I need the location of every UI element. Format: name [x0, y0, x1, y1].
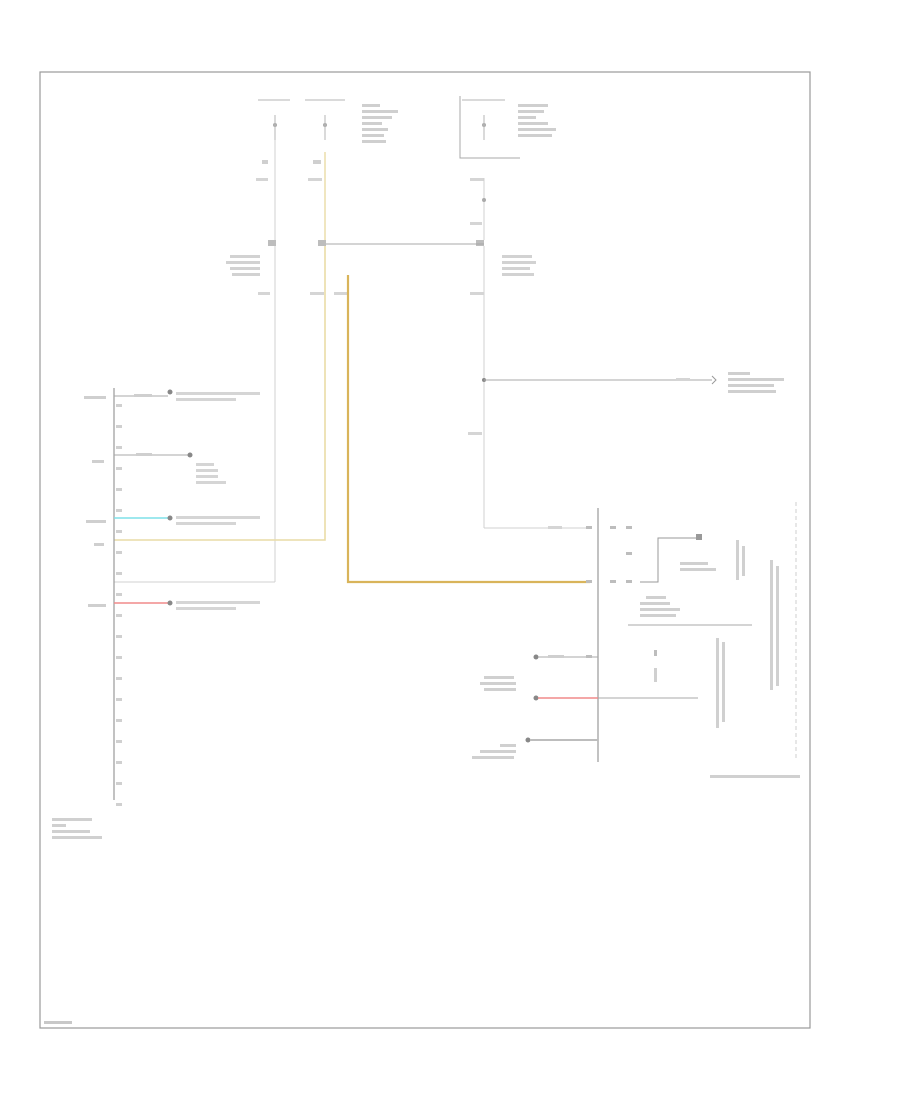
ecu-pin-number	[116, 509, 122, 512]
ecu-pin-number	[116, 467, 122, 470]
ecu-pin-number	[116, 488, 122, 491]
module-pins	[586, 526, 632, 583]
junction-connector-row	[226, 240, 536, 276]
ecu-pin-number	[116, 677, 122, 680]
ecu-label	[52, 818, 102, 839]
branch-label	[728, 372, 784, 393]
ecu-pin-number	[116, 740, 122, 743]
ecu-pin-number	[116, 635, 122, 638]
ecu-pin-labels	[84, 396, 106, 607]
ecu-pin-number	[116, 572, 122, 575]
ecu-pin-number	[116, 425, 122, 428]
ecu-pin-number	[116, 803, 122, 806]
ecu-pin-number	[116, 404, 122, 407]
ecu-pin-number	[116, 614, 122, 617]
ecu-pin-number	[116, 551, 122, 554]
fuse-label-left	[362, 104, 398, 143]
ecu-pin-number	[116, 761, 122, 764]
relay-vertical-label	[736, 540, 745, 580]
ecu-pin-number	[116, 446, 122, 449]
ecu-pin-number	[116, 530, 122, 533]
module-caption	[710, 775, 800, 778]
internal-relay-circuit	[640, 537, 700, 583]
fuse-block-left	[256, 99, 345, 181]
ecu-pin-number	[116, 719, 122, 722]
ecu-pin-number	[116, 656, 122, 659]
wire-yellow	[114, 246, 326, 541]
ecu-pin-ticks	[116, 404, 122, 806]
ecu-pin-number	[116, 698, 122, 701]
ecu-pin-number	[116, 593, 122, 596]
wire-orange	[346, 275, 590, 584]
fuse-block-right	[459, 96, 556, 181]
module-vertical-labels	[716, 560, 779, 728]
ecu-pin-number	[116, 782, 122, 785]
diagram-frame	[39, 71, 811, 1029]
